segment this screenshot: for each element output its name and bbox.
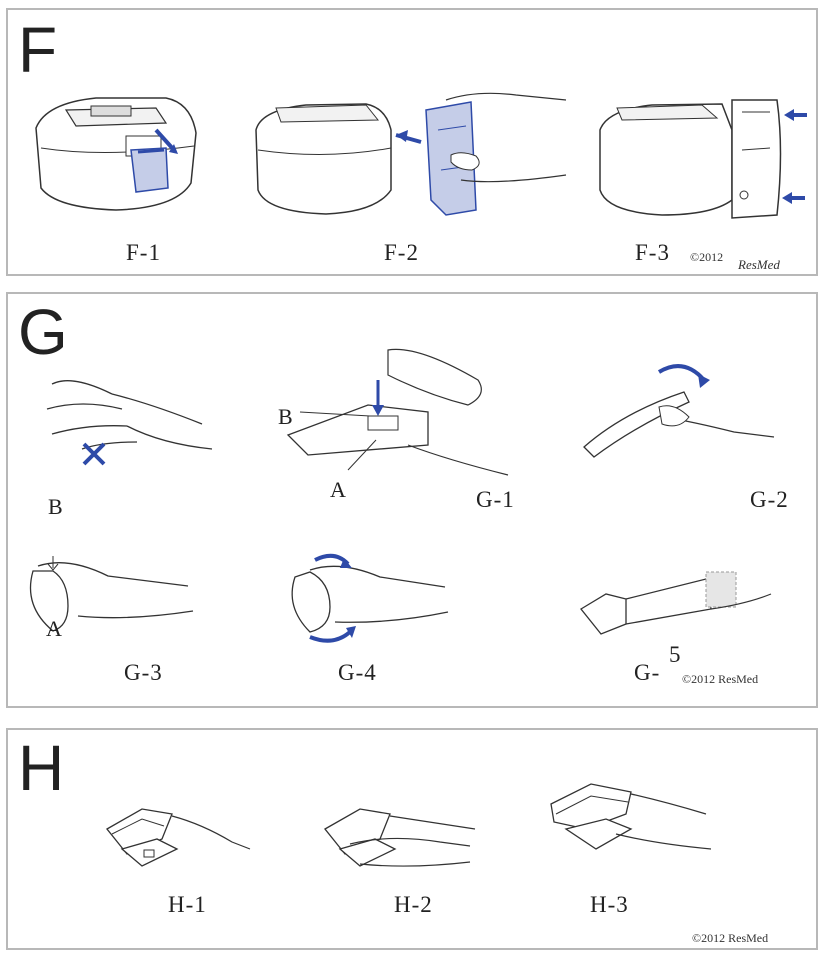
g5-sensor-illustration — [576, 564, 776, 644]
figure-label-h1: H-1 — [168, 892, 207, 917]
h3-sensor-illustration — [546, 774, 716, 874]
hand-crossed-illustration — [42, 364, 222, 474]
figure-label-g5-prefix: G- — [634, 660, 661, 685]
copyright-year-f: ©2012 — [690, 250, 724, 264]
section-letter-f: F — [18, 14, 58, 86]
h2-sensor-illustration — [320, 794, 480, 874]
figure-label-f3: F-3 — [635, 240, 670, 265]
section-letter-h: H — [18, 732, 65, 804]
g1-sensor-illustration — [278, 350, 508, 490]
brand-label-f: ResMed — [738, 257, 780, 272]
section-letter-g: G — [18, 296, 68, 368]
g1-callout-b: B — [278, 404, 293, 429]
figure-label-g1: G-1 — [476, 487, 515, 512]
panel-h: H H-1 H-2 H-3 ©2012 ResMed — [6, 728, 818, 950]
copyright-h: ©2012 ResMed — [692, 931, 769, 945]
figure-label-g3: G-3 — [124, 660, 163, 685]
g2-sensor-illustration — [574, 362, 794, 472]
h1-sensor-illustration — [102, 794, 252, 874]
figure-label-g2: G-2 — [750, 487, 789, 512]
panel-g: G B A G-1 G-2 B A G-3 — [6, 292, 818, 708]
g3-callout-b: B — [48, 494, 63, 519]
panel-f: F F-1 F-2 F-3 ©2012 ResMe — [6, 8, 818, 276]
figure-label-h2: H-2 — [394, 892, 433, 917]
figure-label-g4: G-4 — [338, 660, 377, 685]
figure-label-g5-number: 5 — [669, 642, 682, 667]
g3-callout-a: A — [46, 616, 62, 641]
f2-device-illustration — [246, 90, 566, 225]
f3-device-illustration — [592, 90, 812, 225]
g1-callout-a: A — [330, 477, 346, 502]
copyright-g: ©2012 ResMed — [682, 672, 759, 686]
figure-label-f2: F-2 — [384, 240, 419, 265]
figure-label-h3: H-3 — [590, 892, 629, 917]
figure-label-f1: F-1 — [126, 240, 161, 265]
f1-device-illustration — [26, 88, 206, 218]
g3-sensor-illustration — [28, 556, 198, 646]
g4-sensor-illustration — [280, 552, 450, 652]
